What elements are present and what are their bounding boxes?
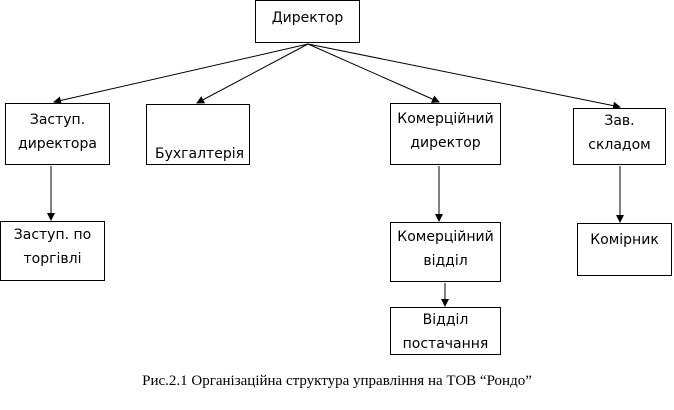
- node-deputy-director: Заступ. директора: [5, 103, 110, 165]
- node-deputy-trade: Заступ. по торгівлі: [0, 221, 105, 281]
- node-accounting-label: Бухгалтерія: [155, 146, 245, 162]
- node-supply-department-label: Відділ постачання: [402, 312, 489, 352]
- figure-caption: Рис.2.1 Організаційна структура управлін…: [142, 373, 532, 389]
- edge-director-deputy: [53, 43, 309, 105]
- node-supply-department: Відділ постачання: [390, 307, 501, 355]
- edge-director-warehouse-head: [307, 43, 621, 110]
- node-commercial-department-label: Комерційний відділ: [397, 229, 494, 269]
- edge-director-commercial-director: [307, 43, 440, 103]
- node-director: Директор: [255, 0, 360, 43]
- node-director-label: Директор: [271, 10, 344, 26]
- node-deputy-director-label: Заступ. директора: [18, 112, 97, 152]
- node-commercial-director: Комерційний директор: [390, 103, 501, 165]
- node-commercial-director-label: Комерційний директор: [397, 111, 494, 151]
- node-storekeeper-label: Комірник: [590, 232, 659, 248]
- node-warehouse-head: Зав. складом: [573, 108, 666, 165]
- node-warehouse-head-label: Зав. складом: [588, 113, 651, 153]
- node-commercial-department: Комерційний відділ: [390, 222, 501, 282]
- node-deputy-trade-label: Заступ. по торгівлі: [13, 227, 92, 267]
- node-accounting: Бухгалтерія: [146, 104, 250, 165]
- node-storekeeper: Комірник: [577, 223, 672, 276]
- edge-director-accounting: [196, 43, 309, 104]
